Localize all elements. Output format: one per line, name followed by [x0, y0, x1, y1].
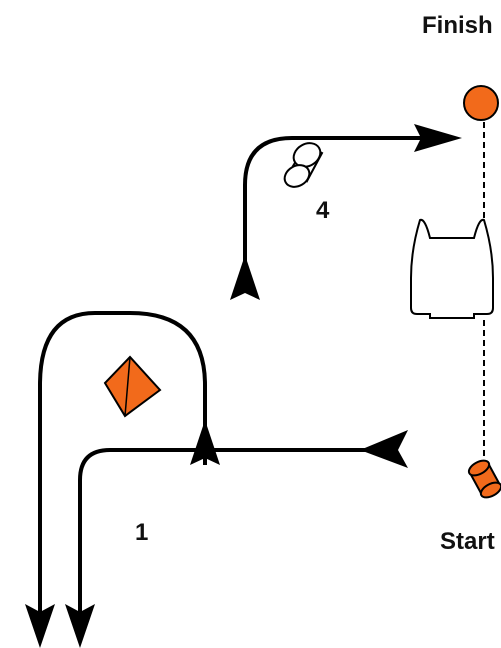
obstacle-4-icon: [283, 142, 324, 188]
obstacle-4-label: 4: [316, 197, 330, 224]
route-1-inner-start-arrow-icon: [360, 430, 408, 468]
route-1-outer-end-arrow-icon: [25, 604, 55, 648]
start-label: Start: [440, 528, 495, 555]
obstacle-1-label: 1: [135, 519, 148, 546]
route-1-outer-start-arrow-icon: [190, 420, 220, 465]
finish-marker-icon: [463, 85, 499, 121]
horse-trailer-icon: [410, 218, 494, 319]
route-1-inner-line: [78, 448, 375, 612]
route-1-inner-end-arrow-icon: [65, 604, 95, 648]
route-4-line: [243, 136, 424, 288]
route-1-outer-line: [38, 311, 207, 612]
start-marker-icon: [467, 459, 501, 499]
finish-label: Finish: [422, 12, 493, 39]
route-4-start-arrow-icon: [230, 255, 260, 300]
obstacle-1-icon: [103, 355, 162, 418]
route-4-end-arrow-icon: [414, 124, 462, 152]
